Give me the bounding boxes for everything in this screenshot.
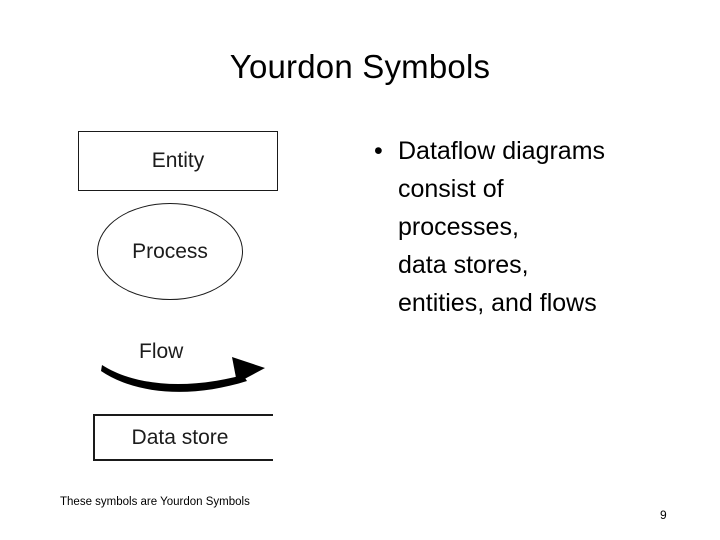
flow-label: Flow [139,340,184,363]
entity-label: Entity [151,149,205,172]
bullet-line-2: consist of [398,175,504,203]
body-text-block: • Dataflow diagrams consist of processes… [366,132,686,322]
footer-note: These symbols are Yourdon Symbols [60,496,250,508]
bullet-line-3: processes, [398,213,519,241]
yourdon-symbols-panel: Entity Process Flow Data store [0,0,330,480]
bullet-marker-icon: • [374,137,383,165]
entity-symbol[interactable]: Entity [78,131,278,191]
bullet-item: • Dataflow diagrams consist of processes… [366,132,686,322]
bullet-line-5: entities, and flows [398,289,597,317]
bullet-line-4: data stores, [398,251,529,279]
page-number: 9 [660,508,667,522]
process-symbol[interactable]: Process [97,203,243,300]
data-store-label: Data store [131,425,229,449]
process-label: Process [132,239,208,263]
data-store-symbol[interactable]: Data store [93,414,273,461]
page-title: Yourdon Symbols [229,48,491,85]
bullet-line-1: Dataflow diagrams [398,137,606,165]
flow-arrow-icon [101,357,265,392]
